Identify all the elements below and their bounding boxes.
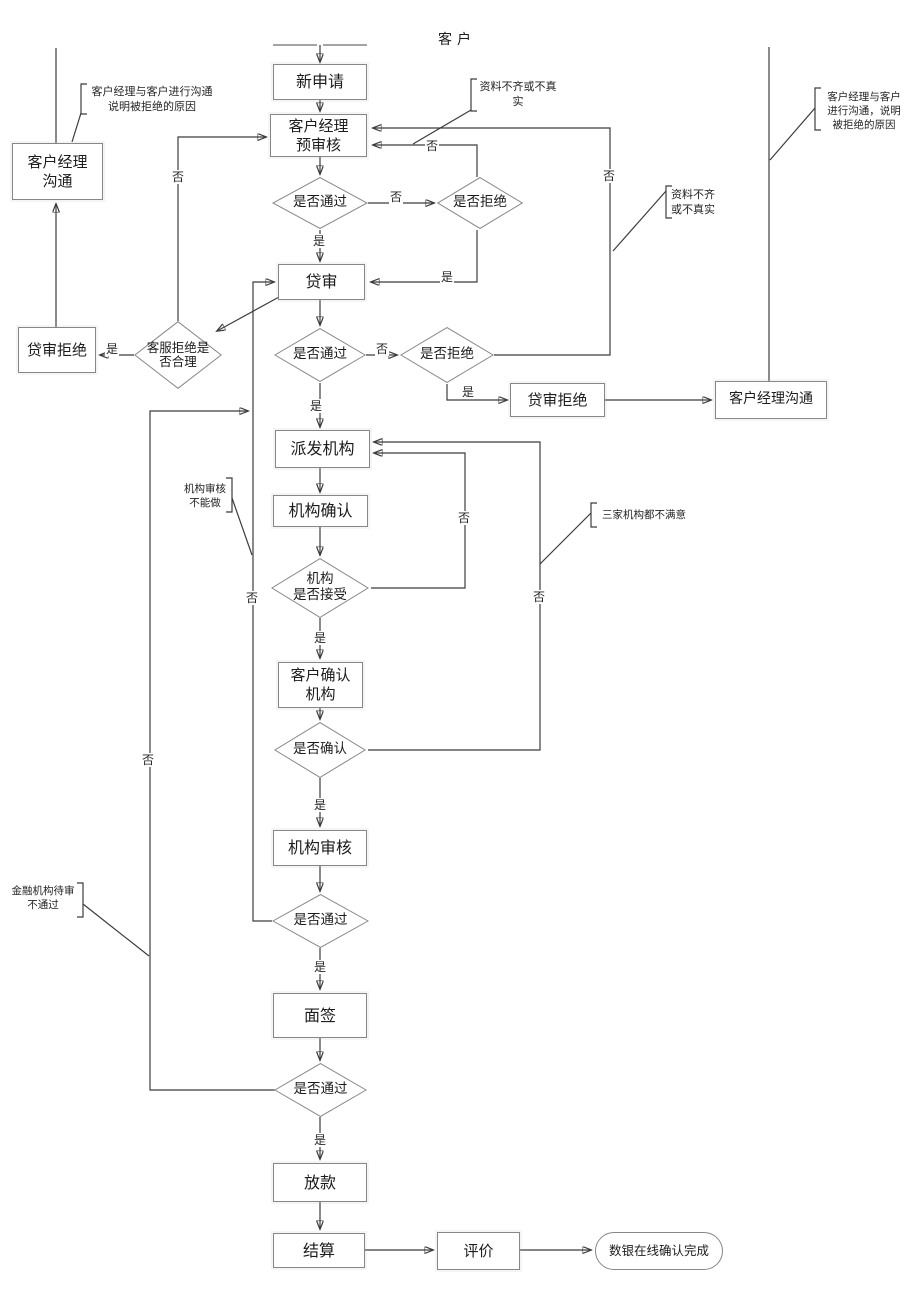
node-manager-precheck: 客户经理 预审核: [270, 114, 367, 157]
lane-title: 客户: [438, 32, 476, 48]
bracket-material-top: [470, 78, 477, 112]
edge-label-no-pass4: 否: [140, 753, 156, 767]
edge-label-no-cs-reasonable: 否: [170, 170, 186, 184]
leader-fin-pending: [82, 903, 150, 957]
diamond-pass-2-label: 是否通过: [293, 346, 347, 363]
bracket-comm-right: [814, 87, 821, 131]
edge-label-no-pass2: 否: [374, 342, 390, 356]
node-loan-reject-right: 贷审拒绝: [510, 383, 605, 417]
edge-label-no-reject2: 否: [601, 169, 617, 183]
leader-comm-right: [769, 107, 816, 161]
edge-pass4-loanreview-no: [149, 411, 275, 1091]
node-manager-comm-right: 客户经理沟通: [715, 381, 827, 419]
node-loan-reject-left: 贷审拒绝: [18, 327, 96, 373]
diamond-org-accept-label: 机构 是否接受: [293, 571, 347, 603]
diamond-reject-2: 是否拒绝: [400, 327, 494, 383]
node-org-review: 机构审核: [273, 830, 367, 866]
bracket-org-cant: [226, 477, 233, 513]
leader-material-right: [612, 190, 667, 252]
edge-reject2-loanreject-yes: [446, 384, 507, 400]
bracket-fin-pending: [77, 882, 84, 918]
edge-label-yes-pass3: 是: [312, 960, 328, 974]
diamond-confirm-label: 是否确认: [293, 741, 347, 758]
node-org-confirm: 机构确认: [273, 495, 368, 527]
diamond-pass-1: 是否通过: [272, 177, 368, 229]
edge-reject1-loanreview-yes: [371, 230, 478, 282]
diamond-pass-4-label: 是否通过: [293, 1081, 348, 1098]
edge-label-yes-cs-reasonable: 是: [104, 342, 120, 356]
annotation-comm-right: 客户经理与客户 进行沟通，说明 被拒绝的原因: [827, 91, 901, 132]
diamond-org-accept: 机构 是否接受: [271, 558, 369, 618]
diamond-pass-3: 是否通过: [272, 894, 369, 948]
node-disburse: 放款: [273, 1163, 367, 1202]
annotation-comm-left: 客户经理与客户进行沟通 说明被拒绝的原因: [91, 85, 213, 113]
edge-confirmcheck-dispatch-no: [368, 442, 541, 751]
annotation-three-orgs: 三家机构都不满意: [602, 509, 686, 521]
annotation-material-top: 资料不齐或不真 实: [479, 80, 557, 108]
annotation-fin-pending: 金融机构待审 不通过: [11, 885, 75, 912]
node-end-terminal: 数银在线确认完成: [595, 1232, 723, 1270]
edge-label-no-pass1: 否: [388, 190, 404, 204]
diamond-pass-2: 是否通过: [274, 328, 366, 382]
edge-label-no-confirm: 否: [531, 590, 547, 604]
edge-csreasonable-precheck-no: [177, 137, 266, 321]
diamond-pass-1-label: 是否通过: [293, 194, 347, 211]
node-settle: 结算: [273, 1233, 365, 1268]
edge-reject1-precheck-no: [373, 145, 478, 177]
diamond-reject-1-label: 是否拒绝: [453, 194, 507, 211]
node-new-application: 新申请: [273, 64, 367, 100]
node-manager-comm-left: 客户经理 沟通: [12, 143, 103, 200]
node-interview-sign: 面签: [273, 993, 367, 1038]
edge-label-yes-reject1: 是: [439, 270, 455, 284]
diamond-confirm: 是否确认: [274, 722, 366, 778]
edge-loanreview-csreasonable: [217, 296, 280, 331]
bracket-comm-left: [80, 83, 87, 115]
diamond-pass-4: 是否通过: [274, 1063, 367, 1117]
diamond-cs-reasonable-label: 客服拒绝是 否合理: [146, 339, 210, 369]
edge-label-no-pass3: 否: [244, 591, 260, 605]
edge-label-yes-org-accept: 是: [312, 631, 328, 645]
diamond-cs-reasonable: 客服拒绝是 否合理: [134, 321, 222, 389]
edge-label-yes-pass2: 是: [308, 399, 324, 413]
edge-label-yes-reject2: 是: [460, 385, 476, 399]
diamond-reject-1: 是否拒绝: [437, 177, 523, 229]
leader-org-cant: [231, 497, 253, 556]
edge-label-yes-confirm: 是: [312, 798, 328, 812]
edge-orgaccept-dispatch-no: [371, 453, 466, 589]
bracket-three-orgs: [590, 502, 597, 528]
edge-reject2-precheck-no: [373, 128, 611, 356]
leader-material-top: [412, 109, 472, 145]
node-customer-confirm-org: 客户确认 机构: [278, 662, 363, 708]
diamond-pass-3-label: 是否通过: [293, 912, 348, 929]
edge-label-no-reject1: 否: [424, 139, 440, 153]
bracket-material-right: [665, 185, 672, 219]
node-loan-review: 贷审: [278, 264, 365, 300]
diamond-reject-2-label: 是否拒绝: [420, 346, 474, 363]
edge-label-yes-pass4: 是: [312, 1133, 328, 1147]
node-evaluate: 评价: [437, 1232, 520, 1270]
node-dispatch-org: 派发机构: [275, 430, 370, 468]
edge-label-no-org-accept: 否: [456, 511, 472, 525]
annotation-org-cant-review: 机构审核 不能做: [184, 483, 226, 510]
edge-label-yes-pass1: 是: [311, 234, 327, 248]
leader-three-orgs: [539, 512, 592, 565]
annotation-material-right: 资料不齐 或不真实: [671, 188, 715, 216]
leader-comm-left: [71, 112, 82, 143]
